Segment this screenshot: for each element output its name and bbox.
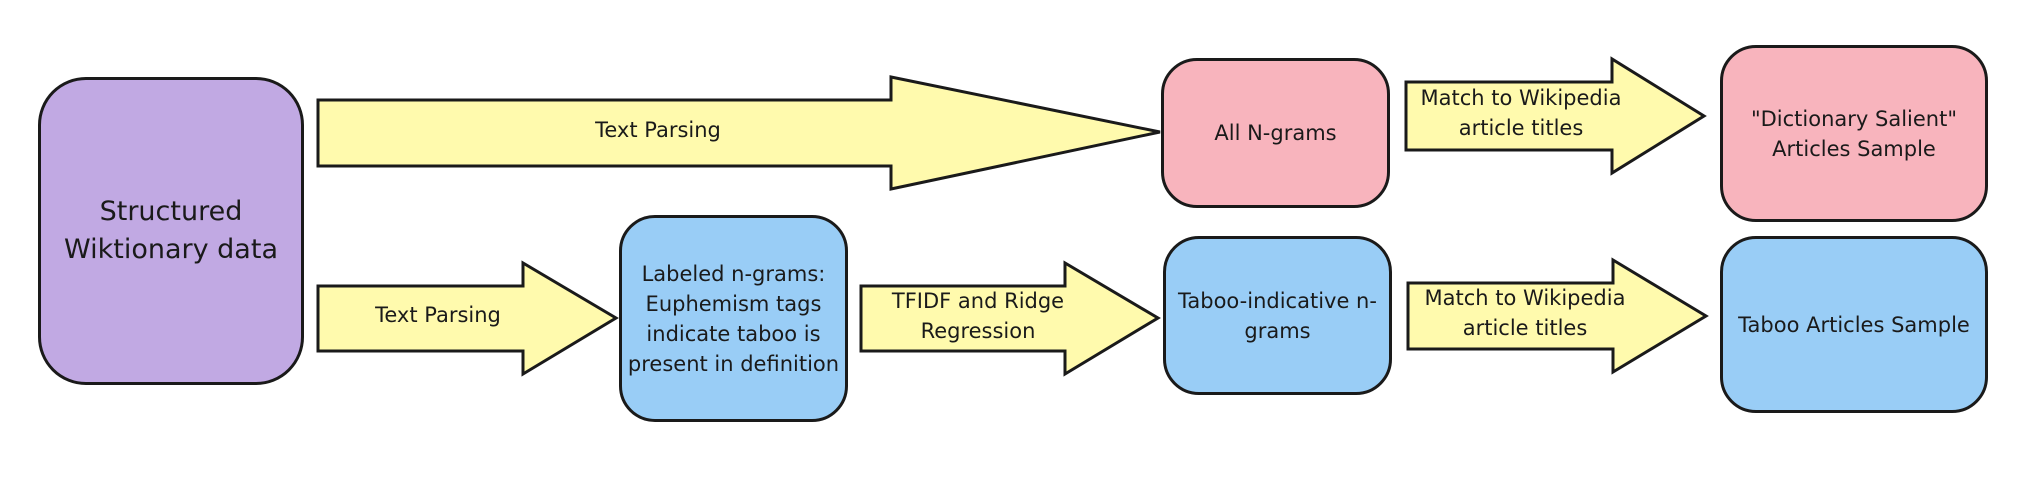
node-taboo-ngrams-text: Taboo-indicative n- grams bbox=[1178, 288, 1377, 343]
arrow-tfidf bbox=[859, 260, 1161, 377]
label-match-bottom: Match to Wikipedia article titles bbox=[1424, 286, 1626, 340]
node-taboo-articles: Taboo Articles Sample bbox=[1720, 236, 1988, 413]
arrow-text-parsing-bottom bbox=[316, 260, 619, 377]
node-all-ngrams-text: All N-grams bbox=[1214, 121, 1337, 145]
node-dictionary-salient: "Dictionary Salient" Articles Sample bbox=[1720, 45, 1988, 222]
node-labeled-ngrams: Labeled n-grams: Euphemism tags indicate… bbox=[619, 215, 848, 422]
label-tfidf: TFIDF and Ridge Regression bbox=[891, 289, 1065, 343]
node-taboo-ngrams: Taboo-indicative n- grams bbox=[1163, 236, 1392, 395]
node-labeled-ngrams-text: Labeled n-grams: Euphemism tags indicate… bbox=[627, 261, 840, 376]
node-structured-wiktionary: Structured Wiktionary data bbox=[38, 77, 304, 385]
arrow-match-top bbox=[1404, 56, 1707, 176]
arrow-text-parsing-top bbox=[316, 75, 1161, 191]
arrow-match-bottom bbox=[1406, 257, 1709, 375]
label-text-parsing-bottom: Text Parsing bbox=[375, 303, 501, 327]
label-text-parsing-top: Text Parsing bbox=[595, 118, 721, 142]
node-taboo-articles-text: Taboo Articles Sample bbox=[1738, 312, 1970, 337]
node-structured-wiktionary-text: Structured Wiktionary data bbox=[64, 196, 278, 265]
node-dictionary-salient-text: "Dictionary Salient" Articles Sample bbox=[1750, 106, 1958, 161]
node-all-ngrams: All N-grams bbox=[1161, 58, 1390, 208]
label-match-top: Match to Wikipedia article titles bbox=[1420, 86, 1622, 140]
